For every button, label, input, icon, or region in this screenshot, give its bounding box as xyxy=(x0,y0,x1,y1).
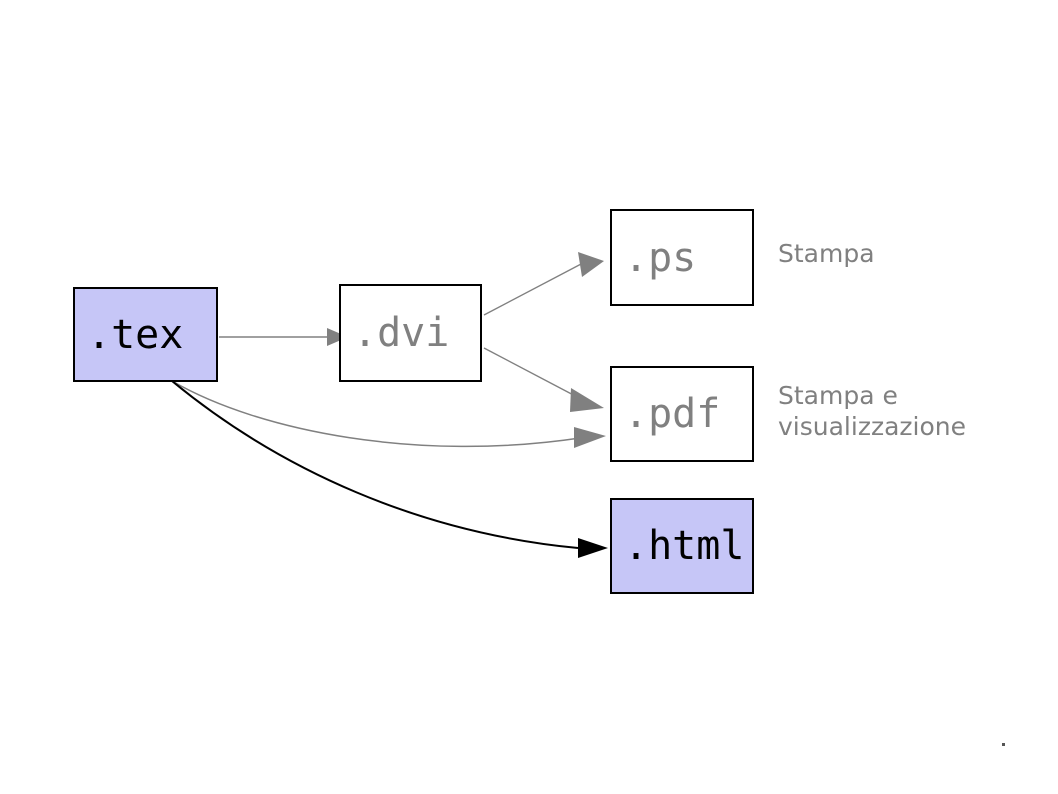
edge-tex-to-dvi xyxy=(219,328,348,346)
edge-dvi-to-ps xyxy=(483,252,604,316)
node-html[interactable]: .html xyxy=(610,498,754,594)
node-pdf-label: .pdf xyxy=(624,391,721,437)
node-pdf[interactable]: .pdf xyxy=(610,366,754,462)
node-ps-label: .ps xyxy=(624,234,697,281)
node-dvi-label: .dvi xyxy=(353,310,450,356)
edge-dvi-to-pdf xyxy=(483,347,604,412)
node-tex[interactable]: .tex xyxy=(73,287,218,382)
node-ps[interactable]: .ps xyxy=(610,209,754,306)
node-dvi[interactable]: .dvi xyxy=(339,284,482,382)
edge-tex-to-pdf xyxy=(171,380,606,448)
node-tex-label: .tex xyxy=(87,311,184,358)
annotation-ps-note: Stampa xyxy=(778,239,875,268)
annotation-pdf-note: Stampa e visualizzazione xyxy=(778,381,966,441)
edge-tex-to-html xyxy=(171,380,608,558)
stray-speck xyxy=(1002,743,1005,746)
node-html-label: .html xyxy=(624,523,745,569)
